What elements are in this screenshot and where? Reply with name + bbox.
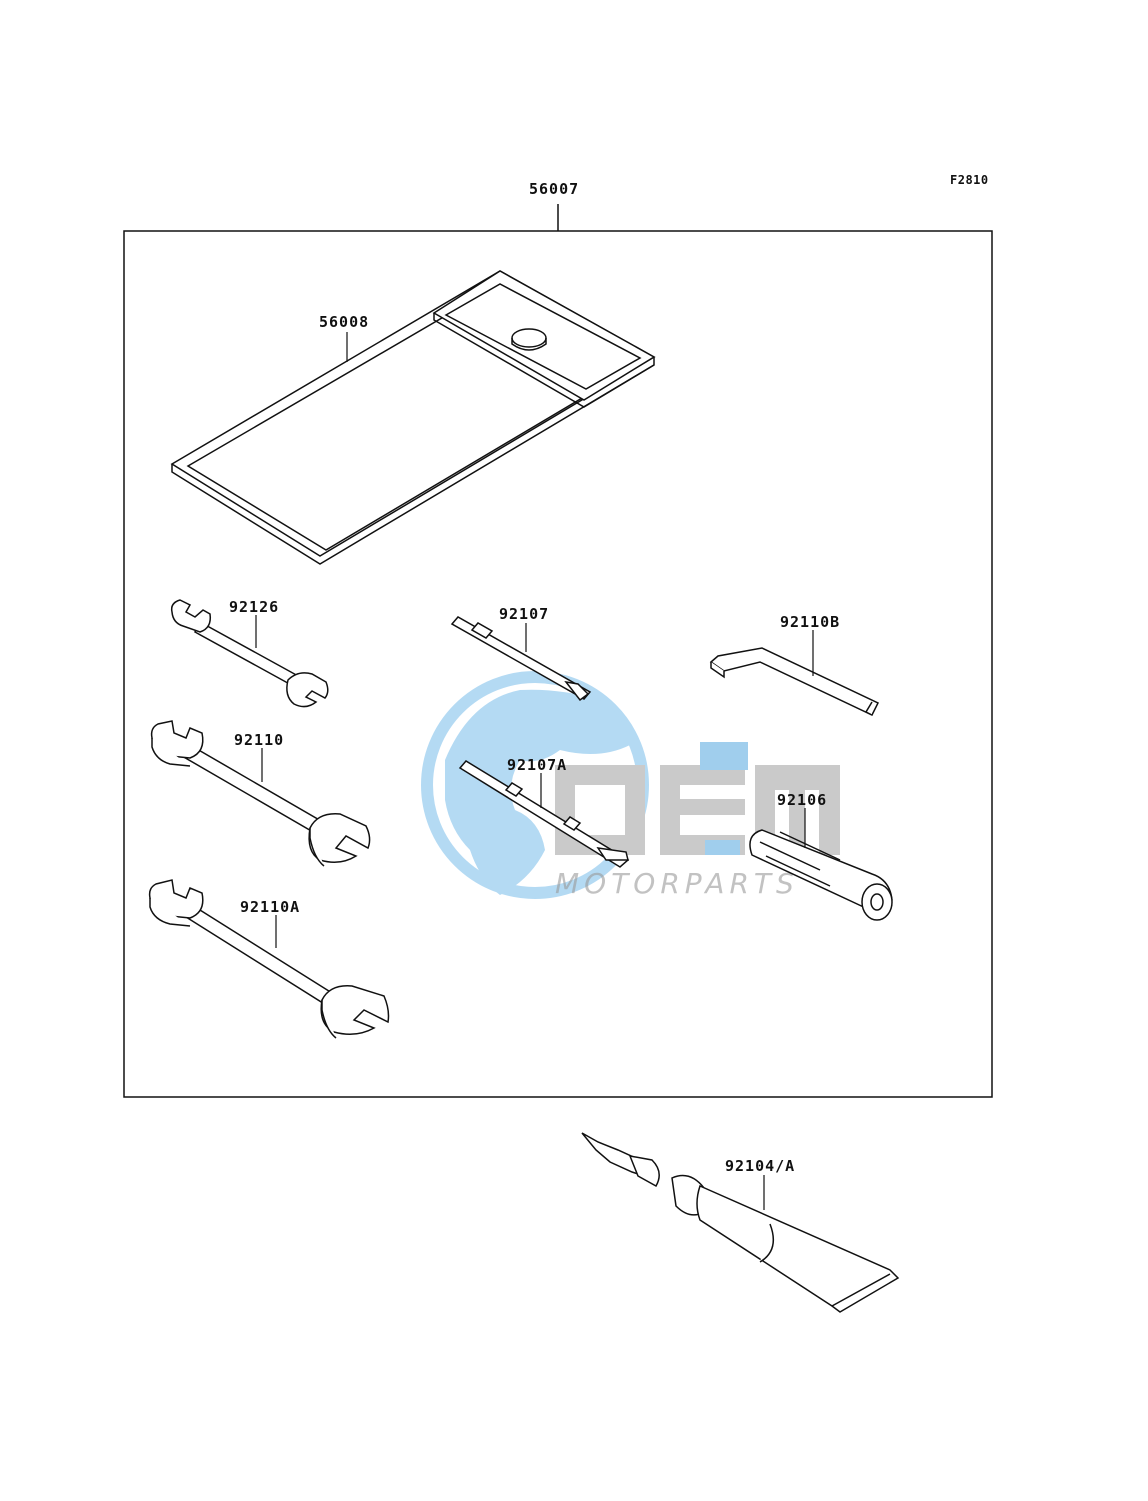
hex-key-drawing [709, 647, 880, 716]
label-grease-tube: 92104/A [725, 1157, 796, 1175]
label-screwdriver-phillips: 92107 [499, 605, 550, 623]
wrench-small-drawing [170, 599, 329, 708]
label-wrench-large: 92110A [240, 898, 301, 916]
screwdriver-flat-drawing [458, 760, 630, 868]
wrench-medium-drawing [150, 720, 371, 867]
tool-case-drawing [170, 270, 656, 565]
watermark-globe-ring [421, 671, 649, 899]
label-wrench-medium: 92110 [234, 731, 285, 749]
watermark-globe-continents [445, 689, 630, 895]
label-case: 56008 [319, 313, 370, 331]
screwdriver-phillips-drawing [450, 616, 592, 702]
extension-handle-drawing [749, 829, 893, 921]
watermark-brand-text: MOTORPARTS [555, 867, 799, 900]
label-wrench-small: 92126 [229, 598, 280, 616]
label-extension-handle: 92106 [777, 791, 828, 809]
watermark-oem-letters [555, 742, 840, 855]
label-hex-key: 92110B [780, 613, 841, 631]
label-kit: 56007 [529, 180, 580, 198]
diagram-code: F2810 [950, 173, 989, 187]
label-screwdriver-flat: 92107A [507, 756, 568, 774]
grease-tube-drawing [581, 1132, 900, 1313]
watermark-logo [421, 671, 840, 899]
wrench-large-drawing [148, 879, 390, 1039]
